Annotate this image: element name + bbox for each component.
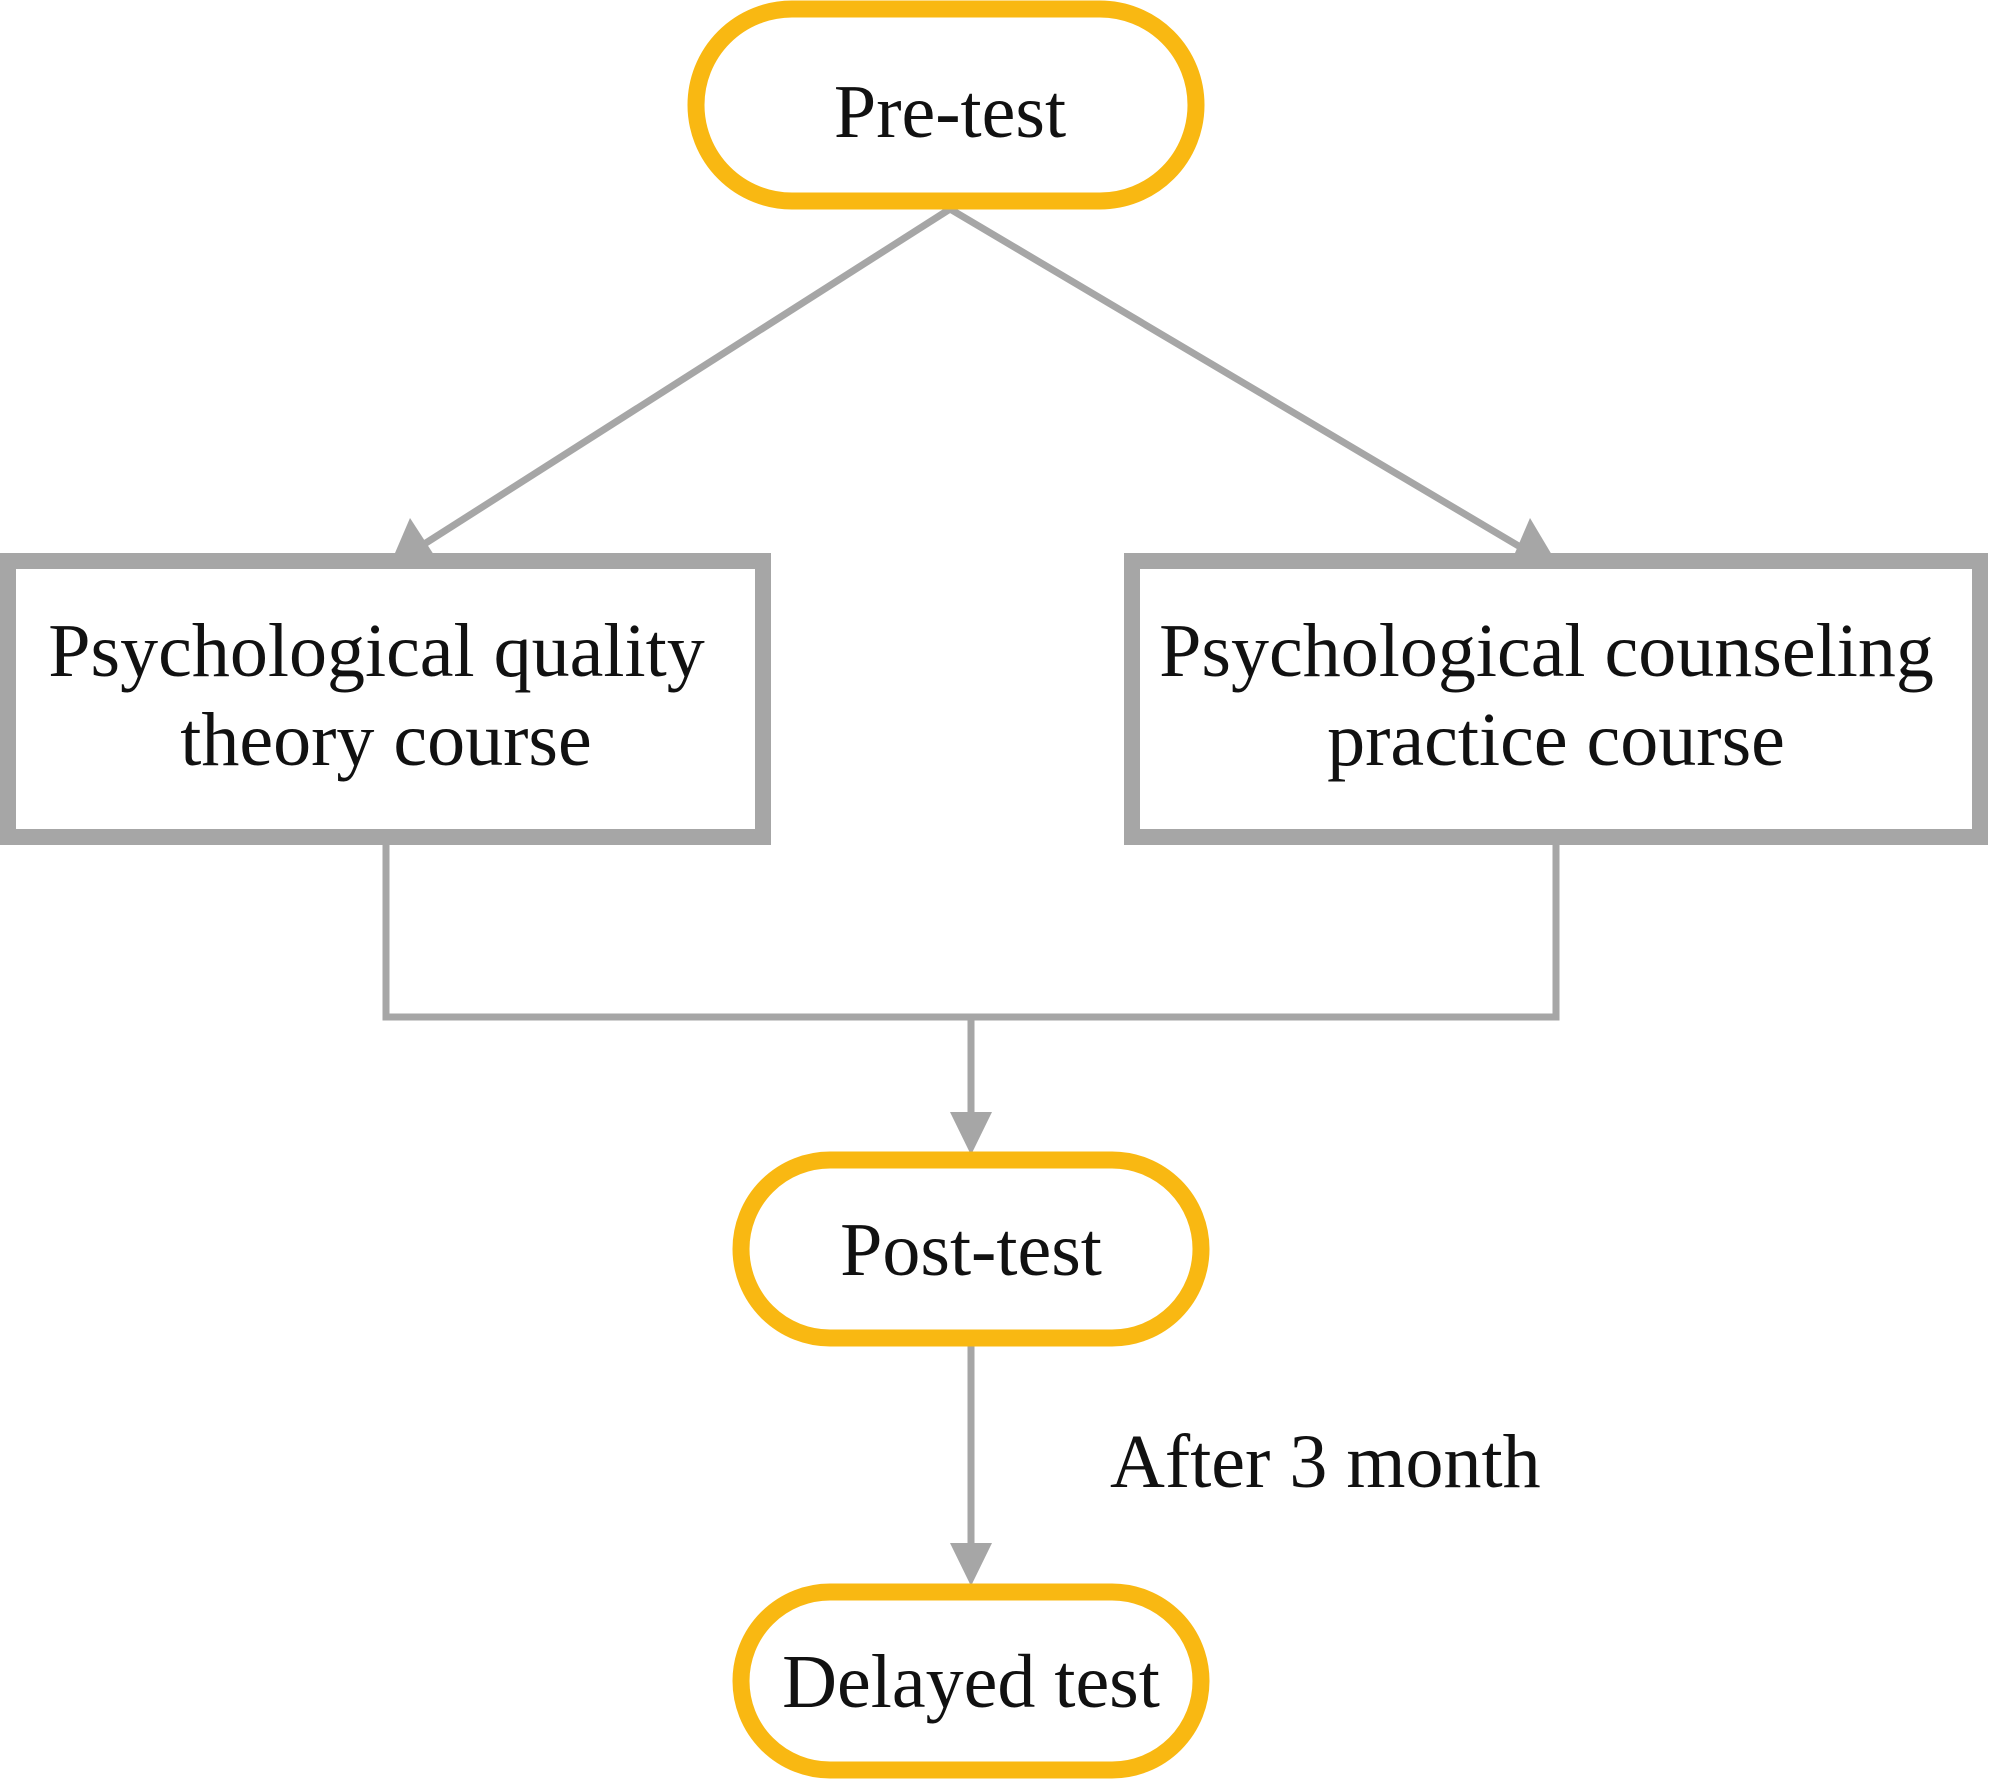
node-pretest-shape (687, 0, 1205, 210)
node-posttest-label: Post-test (840, 1208, 1102, 1292)
arrowhead-posttest (950, 1112, 992, 1155)
arrowhead-practice (1512, 518, 1552, 560)
node-practice-course-label: Psychological counseling practice course (1159, 609, 1953, 782)
node-practice-course-shape (1124, 553, 1988, 845)
node-delayed-test-shape (732, 1583, 1210, 1779)
node-theory-course-label: Psychological quality theory course (48, 609, 723, 782)
node-practice-course-line-1: Psychological counseling (1159, 609, 1934, 693)
node-theory-course-line-2: theory course (180, 698, 592, 782)
node-posttest-shape (732, 1151, 1210, 1347)
arrowhead-theory (392, 518, 434, 560)
edge-courses-merge (382, 840, 1560, 1021)
node-delayed-test-label: Delayed test (782, 1640, 1160, 1724)
node-theory-course-shape (0, 553, 771, 845)
node-theory-course-line-1: Psychological quality (48, 609, 704, 693)
edge-pretest-to-theory (416, 206, 952, 551)
edge-pretest-to-practice (948, 205, 1524, 552)
arrowhead-delayed (950, 1543, 992, 1586)
node-practice-course-line-2: practice course (1327, 698, 1785, 782)
edge-label-after-3-month: After 3 month (1110, 1420, 1541, 1504)
node-pretest-label: Pre-test (834, 70, 1066, 154)
